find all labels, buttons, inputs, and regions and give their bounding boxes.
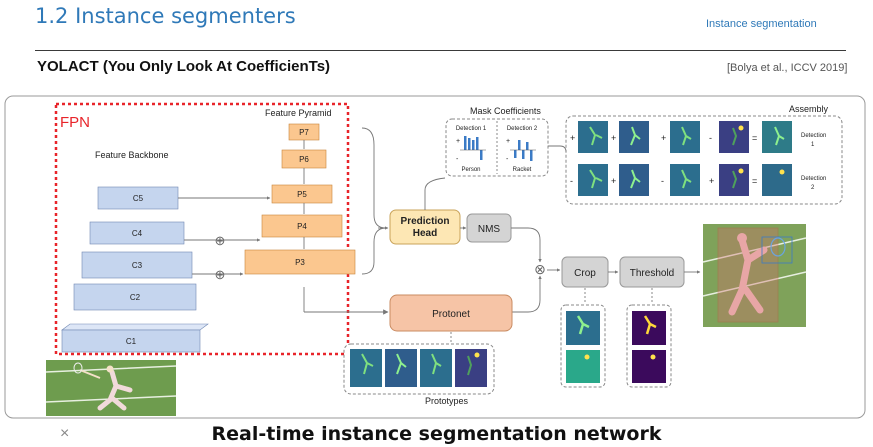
threshold-output-racket bbox=[632, 350, 666, 383]
prototypes-label: Prototypes bbox=[425, 396, 469, 406]
citation: [Bolya et al., ICCV 2019] bbox=[727, 62, 848, 74]
add-symbol-p4: ⊕ bbox=[215, 233, 226, 248]
backbone-c3 bbox=[81, 251, 193, 279]
pyramid-p4 bbox=[261, 214, 343, 238]
crop-output-racket bbox=[566, 350, 600, 383]
section-tag: Instance segmentation bbox=[706, 18, 817, 30]
assembly-sign-1-1: + bbox=[570, 133, 575, 143]
assembly-sign-2-5: = bbox=[752, 176, 757, 186]
crop-label: Crop bbox=[574, 268, 596, 279]
pyramid-title: Feature Pyramid bbox=[265, 108, 332, 118]
backbone-label-c1: C1 bbox=[126, 337, 137, 346]
coef-plus-2: + bbox=[506, 138, 510, 145]
combine-symbol: ⊗ bbox=[534, 261, 546, 277]
mask-coefficients-box bbox=[445, 118, 549, 177]
pyramid-label-p3: P3 bbox=[295, 258, 305, 267]
final-output-image bbox=[702, 224, 807, 327]
coef-bars-det1 bbox=[464, 136, 483, 160]
section-title: 1.2 Instance segmenters bbox=[35, 4, 296, 28]
fpn-outline bbox=[54, 102, 350, 356]
feature-pyramid: P3 P4 P5 P6 P7 bbox=[244, 123, 356, 275]
add-symbols: ⊕ ⊕ bbox=[215, 233, 226, 282]
coef-person-label: Person bbox=[461, 167, 480, 173]
title-divider bbox=[35, 50, 846, 51]
assembly-sign-2-2: + bbox=[611, 176, 616, 186]
feature-backbone: C1 C2 C3 C4 C5 bbox=[61, 186, 209, 353]
coef-minus-1: - bbox=[456, 156, 459, 163]
lateral-connections bbox=[178, 140, 305, 276]
prototype-2 bbox=[385, 349, 417, 387]
coef-det1-label: Detection 1 bbox=[456, 126, 487, 132]
backbone-label-c3: C3 bbox=[132, 261, 143, 270]
assembly-sign-1-4: - bbox=[709, 133, 712, 143]
assembly-sign-2-1: - bbox=[570, 176, 573, 186]
nms-label: NMS bbox=[478, 224, 501, 235]
pyramid-p5 bbox=[271, 184, 333, 204]
backbone-title: Feature Backbone bbox=[95, 150, 169, 160]
backbone-c4 bbox=[89, 221, 185, 245]
assembly-sign-1-2: + bbox=[611, 133, 616, 143]
assembly-sign-2-3: - bbox=[661, 176, 664, 186]
backbone-c1 bbox=[61, 329, 201, 353]
protonet-label: Protonet bbox=[432, 309, 470, 320]
protonet-to-combine-arrow bbox=[512, 275, 542, 313]
coef-racket-label: Racket bbox=[513, 167, 532, 173]
head-to-coefficients-link bbox=[424, 177, 446, 210]
threshold-label: Threshold bbox=[630, 268, 674, 279]
pyramid-label-p7: P7 bbox=[299, 128, 309, 137]
input-image bbox=[45, 360, 177, 416]
assembly-proto-2-4 bbox=[719, 164, 749, 196]
close-icon[interactable]: × bbox=[60, 425, 70, 442]
pyramid-label-p6: P6 bbox=[299, 155, 309, 164]
pyramid-label-p4: P4 bbox=[297, 222, 307, 231]
coef-bars-det2 bbox=[514, 140, 533, 161]
backbone-label-c2: C2 bbox=[130, 293, 141, 302]
assembly-result-1 bbox=[762, 121, 792, 153]
slide-caption: Real-time instance segmentation network bbox=[211, 423, 662, 445]
nms-to-combine-arrow bbox=[511, 227, 542, 263]
paper-title: YOLACT (You Only Look At CoefficienTs) bbox=[37, 58, 331, 75]
protonet-box bbox=[389, 294, 513, 332]
add-symbol-p3: ⊕ bbox=[215, 267, 226, 282]
coef-det2-label: Detection 2 bbox=[507, 126, 538, 132]
coef-minus-2: - bbox=[506, 156, 509, 163]
pyramid-label-p5: P5 bbox=[297, 190, 307, 199]
coefficients-to-assembly-link bbox=[548, 145, 567, 153]
fpn-label: FPN bbox=[60, 114, 90, 131]
backbone-label-c5: C5 bbox=[133, 194, 144, 203]
coef-plus-1: + bbox=[456, 138, 460, 145]
assembly-sign-1-3: + bbox=[661, 133, 666, 143]
backbone-c2 bbox=[73, 283, 197, 311]
assembly-title: Assembly bbox=[789, 104, 829, 114]
assembly-proto-1-4 bbox=[719, 121, 749, 153]
prototype-3 bbox=[420, 349, 452, 387]
assembly-sign-1-5: = bbox=[752, 133, 757, 143]
assembly-sign-2-4: + bbox=[709, 176, 714, 186]
pyramid-p3 bbox=[244, 249, 356, 275]
assembly-proto-1-1 bbox=[578, 121, 608, 153]
backbone-label-c4: C4 bbox=[132, 229, 143, 238]
mask-coefficients-title: Mask Coefficients bbox=[470, 106, 541, 116]
assembly-proto-2-1 bbox=[578, 164, 608, 196]
assembly-result-2 bbox=[762, 164, 792, 196]
